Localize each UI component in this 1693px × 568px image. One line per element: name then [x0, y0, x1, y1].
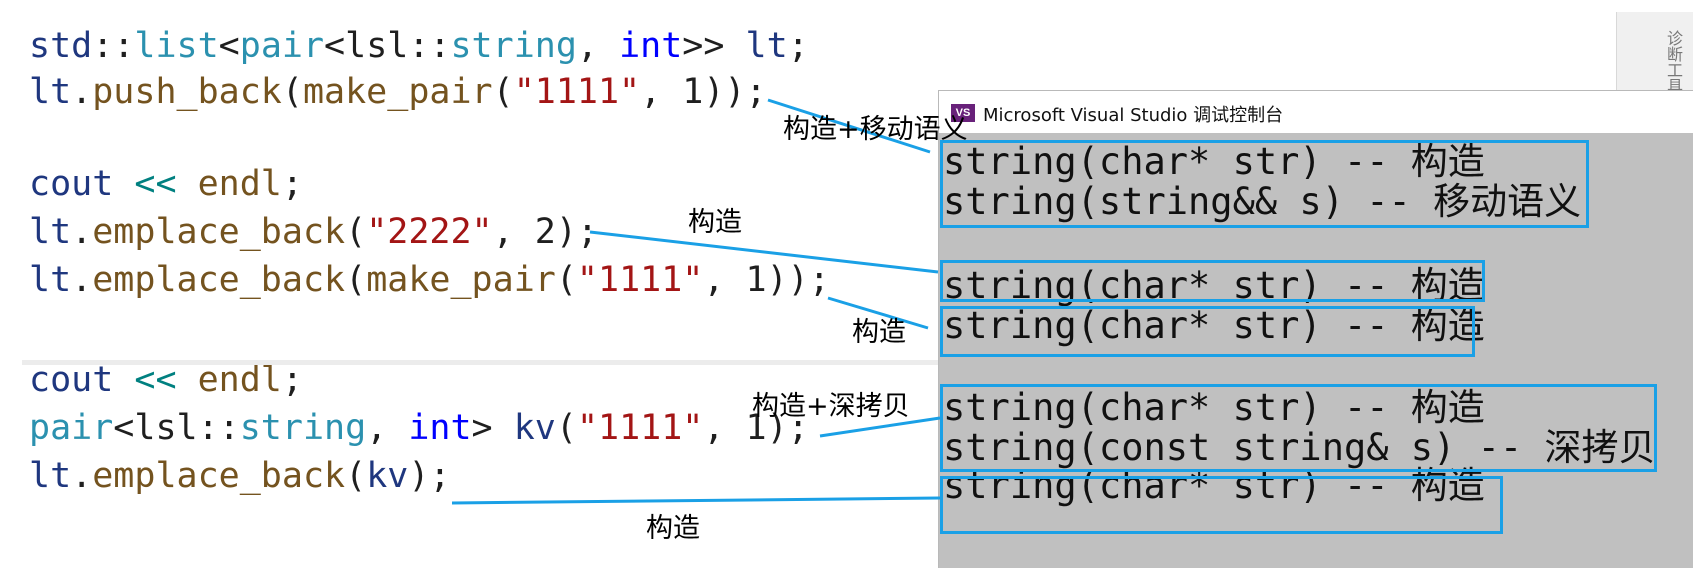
code-token: ( — [555, 408, 577, 448]
code-token: ; — [281, 360, 303, 400]
visual-studio-icon: VS — [951, 104, 975, 122]
code-line: lt.emplace_back("2222", 2); — [29, 210, 598, 254]
highlight-box — [940, 384, 1657, 472]
code-token: lt — [29, 260, 72, 300]
code-token: ); — [408, 456, 451, 496]
code-token: cout — [29, 360, 114, 400]
code-token: string — [450, 26, 577, 66]
code-token: , — [366, 408, 409, 448]
code-token: ( — [555, 260, 577, 300]
annotation-label: 构造+移动语义 — [783, 114, 968, 145]
code-token: cout — [29, 164, 114, 204]
connector-line — [819, 416, 941, 438]
code-token: "2222" — [366, 212, 493, 252]
code-token: ( — [492, 72, 514, 112]
code-token: int — [619, 26, 683, 66]
side-panel-label: 诊断工具 — [1664, 30, 1683, 94]
code-token: kv — [513, 408, 556, 448]
console-output: string(char* str) -- 构造 string(string&& … — [939, 133, 1693, 568]
code-token: lt — [29, 212, 72, 252]
code-token: , 1); — [703, 408, 809, 448]
code-token: lt — [745, 26, 788, 66]
code-token: kv — [366, 456, 409, 496]
debug-console-window[interactable]: VS Microsoft Visual Studio 调试控制台 string(… — [938, 90, 1693, 568]
code-line: cout << endl; — [29, 358, 303, 402]
code-token: ( — [345, 260, 367, 300]
code-token: << — [113, 360, 198, 400]
annotation-label: 构造 — [646, 513, 700, 544]
code-line: pair<lsl::string, int> kv("1111", 1); — [29, 406, 809, 450]
console-line: string(char* str) -- 构造 — [943, 140, 1485, 183]
annotation-label: 构造 — [852, 317, 906, 348]
code-token: << — [113, 164, 198, 204]
code-line: std::list<pair<lsl::string, int>> lt; — [29, 24, 809, 68]
code-token: ( — [345, 456, 367, 496]
code-token: emplace_back — [92, 456, 346, 496]
code-token: "1111" — [576, 408, 704, 448]
code-token: "1111" — [576, 260, 704, 300]
code-token: , 1)); — [703, 260, 830, 300]
code-line: lt.emplace_back(kv); — [29, 454, 451, 498]
console-line: string(const string& s) -- 深拷贝 — [943, 426, 1656, 469]
code-token: . — [71, 456, 93, 496]
connector-line — [827, 296, 929, 330]
code-token: ; — [281, 164, 303, 204]
code-token: , — [576, 26, 620, 66]
connector-line — [767, 98, 931, 154]
code-token: emplace_back — [92, 260, 346, 300]
code-token: lt — [29, 456, 72, 496]
code-token: , 1)); — [640, 72, 767, 112]
code-token: <lsl:: — [113, 408, 240, 448]
code-token: > — [471, 408, 514, 448]
highlight-box — [940, 306, 1475, 357]
console-title-bar[interactable]: VS Microsoft Visual Studio 调试控制台 — [939, 91, 1693, 133]
code-token: make_pair — [302, 72, 493, 112]
code-token: pair — [29, 408, 114, 448]
code-token: <lsl:: — [324, 26, 451, 66]
console-line: string(char* str) -- 构造 — [943, 386, 1485, 429]
code-token: endl — [197, 164, 282, 204]
highlight-box — [940, 140, 1589, 228]
annotation-label: 构造+深拷贝 — [752, 391, 910, 422]
code-token: . — [71, 72, 93, 112]
console-line: string(string&& s) -- 移动语义 — [943, 180, 1582, 223]
code-token: int — [408, 408, 472, 448]
editor-separator — [22, 360, 1542, 365]
code-line: lt.push_back(make_pair("1111", 1)); — [29, 70, 767, 114]
code-token: "1111" — [513, 72, 641, 112]
code-token: . — [71, 260, 93, 300]
code-line: cout << endl; — [29, 162, 303, 206]
code-line: lt.emplace_back(make_pair("1111", 1)); — [29, 258, 830, 302]
code-token: < — [218, 26, 240, 66]
connector-line — [451, 496, 941, 505]
code-token: ( — [345, 212, 367, 252]
code-token: std — [29, 26, 93, 66]
highlight-box — [940, 260, 1485, 302]
code-token: make_pair — [366, 260, 556, 300]
code-token: , 2); — [492, 212, 598, 252]
highlight-box — [940, 476, 1503, 534]
code-token: pair — [239, 26, 325, 66]
console-title: Microsoft Visual Studio 调试控制台 — [983, 105, 1284, 126]
code-token: lt — [29, 72, 72, 112]
connector-line — [589, 230, 939, 274]
code-token: :: — [92, 26, 135, 66]
code-token: >> — [682, 26, 746, 66]
code-token: emplace_back — [92, 212, 346, 252]
code-token: list — [134, 26, 219, 66]
code-token: ( — [281, 72, 303, 112]
code-token: endl — [197, 360, 282, 400]
code-token: string — [239, 408, 367, 448]
code-token: push_back — [92, 72, 282, 112]
code-token: . — [71, 212, 93, 252]
annotation-label: 构造 — [688, 207, 742, 238]
code-token: ; — [787, 26, 809, 66]
